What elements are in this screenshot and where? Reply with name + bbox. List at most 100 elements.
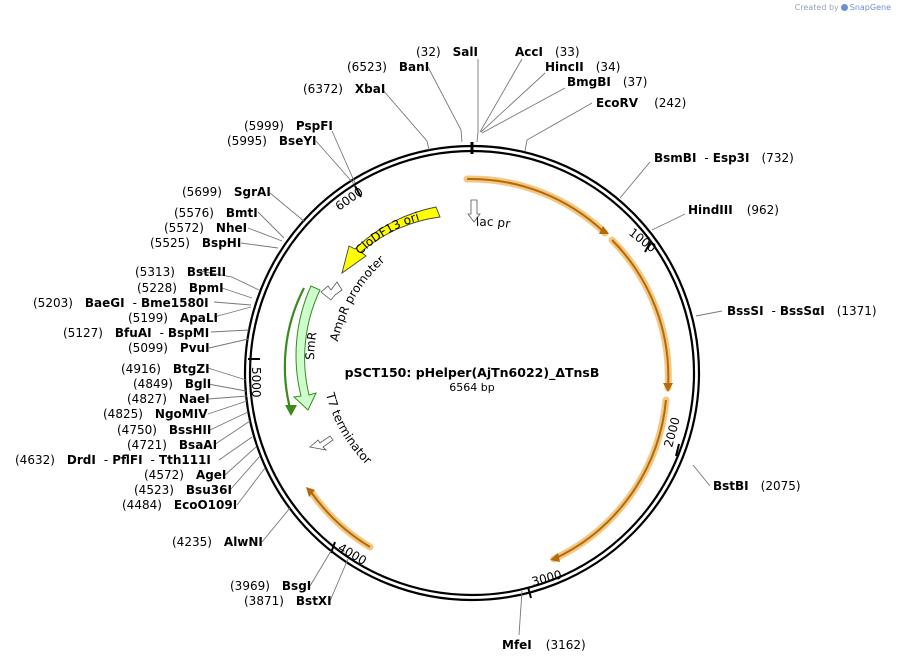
leader-btgzi: [207, 367, 247, 381]
site-bmgbi[interactable]: BmgBI(37): [567, 75, 648, 89]
orf-arrowhead-3: [550, 553, 560, 562]
orf-arc-glow-2: [608, 236, 672, 392]
site-ecorv[interactable]: EcoRV(242): [596, 96, 686, 110]
site-ngomiv[interactable]: (4825)NgoMIV: [103, 407, 208, 421]
tick-label-5000: 5000: [249, 367, 263, 398]
site-alwni[interactable]: (4235)AlwNI: [172, 535, 263, 549]
site-bpmi[interactable]: (5228)BpmI: [137, 281, 224, 295]
site-sali[interactable]: (32)SalI: [416, 45, 478, 59]
orf-arrowhead-2: [663, 383, 673, 392]
leader-ecoo109i: [236, 467, 266, 506]
site-drdi[interactable]: (4632)DrdI-PflFI-Tth111I: [15, 453, 211, 467]
leader-bmgbi: [481, 87, 566, 134]
site-hincii[interactable]: HincII(34): [545, 60, 620, 74]
restriction-site-labels: (32)SalI AccI(33) HincII(34) BmgBI(37) E…: [15, 45, 877, 652]
tick-mark-1000: [644, 240, 652, 253]
site-acci[interactable]: AccI(33): [515, 45, 580, 59]
leader-bsteii: [199, 270, 260, 291]
tick-mark-3000: [527, 586, 532, 599]
clodf13-ori-arrow: [341, 206, 441, 275]
leader-bstbi: [692, 464, 711, 487]
orf-arc-4: [310, 491, 371, 548]
leader-bsgi: [309, 550, 332, 587]
orf-arc-glow-4: [307, 488, 374, 551]
site-mfei[interactable]: MfeI(3162): [502, 638, 586, 652]
clodf13-ori-feature: CloDF13 ori: [341, 206, 441, 275]
clodf13-ori-label: CloDF13 ori: [353, 210, 421, 258]
lac-promoter-arrow: [467, 199, 481, 223]
t7-terminator-feature: T7 terminator: [309, 390, 375, 467]
site-nhei[interactable]: (5572)NheI: [164, 221, 247, 235]
leader-drdi: [218, 436, 253, 461]
site-bseyi[interactable]: (5995)BseYI: [227, 134, 317, 148]
leader-bstxi: [329, 558, 349, 602]
leader-bsshii: [209, 411, 249, 431]
leader-xbai: [381, 88, 430, 151]
leader-sgrai: [269, 192, 306, 223]
smr-arrow: [292, 285, 321, 411]
leader-bsssi: [695, 310, 723, 317]
tick-mark-6000: [354, 185, 362, 198]
leader-bpmi: [221, 287, 253, 299]
ampr-promoter-label: AmpR promoter: [327, 253, 387, 343]
orf-arc-glow-3: [550, 396, 670, 563]
site-bsaai[interactable]: (4721)BsaAI: [127, 438, 217, 452]
site-bsshii[interactable]: (4750)BssHII: [117, 423, 211, 437]
t7-terminator-arrow: [309, 435, 334, 451]
leader-ecorv: [524, 102, 593, 152]
leader-ngomiv: [207, 400, 248, 415]
orf-arc-3: [553, 399, 667, 560]
site-bstbi[interactable]: BstBI(2075): [713, 479, 801, 493]
snapgene-logo-icon: [840, 4, 848, 11]
leader-agei: [224, 446, 257, 476]
leader-bfuai: [210, 329, 250, 333]
site-bmti[interactable]: (5576)BmtI: [174, 206, 258, 220]
tick-mark-4000: [330, 541, 336, 554]
leader-sali: [476, 59, 479, 143]
site-bgli[interactable]: (4849)BglI: [133, 377, 211, 391]
site-xbai[interactable]: (6372)XbaI: [303, 82, 385, 96]
leader-bgli: [207, 383, 247, 392]
site-bani[interactable]: (6523)BanI: [347, 60, 429, 74]
smr-feature: SmR: [283, 285, 321, 416]
leader-pspfi: [331, 130, 356, 184]
site-agei[interactable]: (4572)AgeI: [144, 468, 226, 482]
site-baegi[interactable]: (5203)BaeGI-Bme1580I: [33, 296, 209, 310]
site-bsphi[interactable]: (5525)BspHI: [150, 236, 241, 250]
site-leader-lines: [199, 58, 723, 636]
leader-apali: [213, 306, 252, 318]
site-bsmbi[interactable]: BsmBI-Esp3I(732): [654, 151, 794, 165]
t7-terminator-label: T7 terminator: [323, 390, 375, 467]
leader-hindiii: [651, 213, 686, 231]
site-bsssi[interactable]: BssSI-BssSαI(1371): [727, 304, 877, 318]
leader-hincii: [480, 72, 546, 133]
orf-arc-1: [466, 177, 606, 234]
smr-outer-arrowhead: [285, 405, 297, 416]
site-bsteii[interactable]: (5313)BstEII: [135, 265, 226, 279]
leader-bsaai: [213, 420, 251, 446]
site-pspfi[interactable]: (5999)PspFI: [244, 119, 333, 133]
site-bsu36i[interactable]: (4523)Bsu36I: [134, 483, 232, 497]
orf-arc-2: [611, 239, 670, 389]
leader-bmti: [257, 211, 285, 239]
site-btgzi[interactable]: (4916)BtgZI: [121, 362, 210, 376]
site-hindiii[interactable]: HindIII(962): [688, 203, 779, 217]
site-bsgi[interactable]: (3969)BsgI: [230, 579, 311, 593]
site-sgrai[interactable]: (5699)SgrAI: [182, 185, 271, 199]
tick-mark-2000: [675, 443, 680, 457]
site-bstxi[interactable]: (3871)BstXI: [244, 594, 332, 608]
orf-arrows: [306, 175, 673, 563]
plasmid-size: 6564 bp: [449, 381, 494, 394]
site-naei[interactable]: (4827)NaeI: [127, 392, 210, 406]
leader-baegi: [213, 301, 252, 306]
leader-alwni: [261, 507, 291, 543]
site-apali[interactable]: (5199)ApaLI: [128, 311, 218, 325]
site-bfuai[interactable]: (5127)BfuAI-BspMI: [63, 326, 209, 340]
smr-outer-arc: [283, 287, 305, 413]
orf-arrowhead-4: [306, 487, 315, 497]
site-pvui[interactable]: (5099)PvuI: [128, 341, 210, 355]
leader-bsphi: [240, 242, 279, 249]
site-ecoo109i[interactable]: (4484)EcoO109I: [122, 498, 237, 512]
